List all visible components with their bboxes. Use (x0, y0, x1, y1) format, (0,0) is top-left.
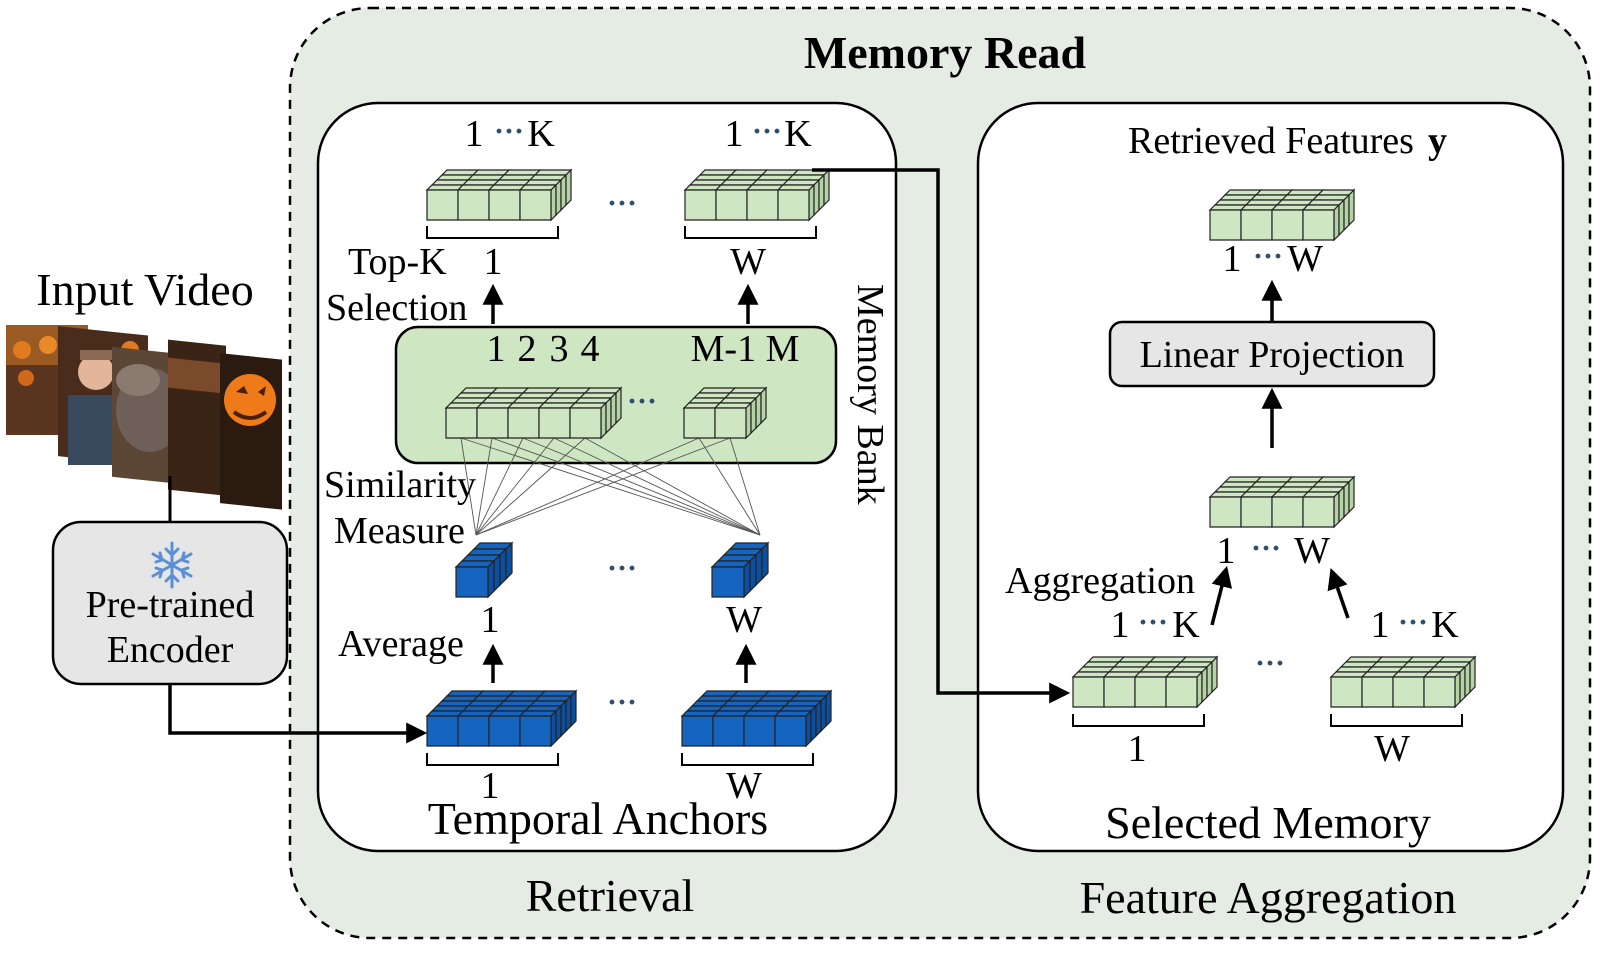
similarity-line (475, 437, 493, 536)
topk-right-window-label: W (730, 241, 766, 283)
input-video-frames (6, 325, 282, 510)
averaged-left-label: 1 (481, 599, 500, 641)
similarity-line (475, 437, 700, 536)
aggregated-dots: ··· (1251, 532, 1281, 565)
topk-left-dots: ··· (494, 115, 524, 148)
anchor-left-label: 1 (481, 765, 500, 807)
selected-right-index-k: K (1431, 604, 1459, 646)
similarity-line (522, 437, 761, 536)
memory-bank-cube-last (682, 386, 768, 440)
encoder-label-line2: Encoder (107, 629, 234, 671)
bank-index-4: 4 (581, 328, 600, 370)
retrieved-features-label: Retrieved Features (1128, 120, 1414, 162)
similarity-line (729, 437, 761, 536)
encoder-to-anchors-arrow (168, 684, 428, 744)
temporal-anchor-right (680, 689, 833, 748)
bank-index-1: 1 (487, 328, 506, 370)
topk-right-index-k: K (784, 113, 812, 155)
selected-right-window-label: W (1374, 728, 1410, 770)
bracket-topk-right (684, 226, 817, 239)
selected-right-dots: ··· (1398, 606, 1428, 639)
selected-left-index-1: 1 (1111, 604, 1130, 646)
retrieved-dots: ··· (1253, 240, 1283, 273)
ellipsis-topk: ··· (607, 187, 637, 220)
aggregated-index-1: 1 (1217, 530, 1236, 572)
feature-cubes (425, 168, 1477, 748)
video-frame-4 (168, 339, 226, 496)
topk-right-dots: ··· (752, 115, 782, 148)
topk-to-selected-memory-arrow (812, 168, 1071, 704)
bank-index-2: 2 (518, 328, 537, 370)
memory-read-title: Memory Read (804, 27, 1087, 78)
bracket-anchor-left (426, 753, 559, 766)
video-frame-5 (220, 353, 282, 510)
bracket-topk-left (426, 226, 559, 239)
similarity-line (460, 437, 761, 536)
similarity-line (475, 437, 524, 536)
topk-left-index-1: 1 (465, 113, 484, 155)
topk-selection-line2: Selection (326, 287, 467, 329)
similarity-line (584, 437, 761, 536)
snowflake-icon (151, 541, 193, 589)
feature-aggregation-label: Feature Aggregation (1080, 872, 1457, 923)
input-video-label: Input Video (36, 264, 253, 315)
selected-memory-label: Selected Memory (1105, 797, 1431, 848)
ellipsis-selected: ··· (1255, 647, 1285, 680)
averaged-anchor-right (710, 541, 770, 599)
encoder-label-line1: Pre-trained (86, 584, 255, 626)
selected-memory-cube-left (1071, 655, 1219, 709)
temporal-anchor-left (425, 689, 578, 748)
topk-left-window-label: 1 (484, 241, 503, 283)
topk-left-index-k: K (527, 113, 555, 155)
retrieved-index-w: W (1287, 238, 1323, 280)
bracket-selected-right (1330, 714, 1463, 727)
average-label: Average (338, 623, 464, 665)
topk-cube-left (425, 168, 573, 222)
selected-memory-cube-right (1329, 655, 1477, 709)
bracket-selected-left (1072, 714, 1205, 727)
selected-left-dots: ··· (1138, 606, 1168, 639)
retrieved-features-symbol: y (1428, 120, 1447, 162)
retrieval-label: Retrieval (526, 870, 695, 921)
temporal-anchors-label: Temporal Anchors (428, 793, 768, 844)
similarity-line (475, 437, 586, 536)
topk-right-index-1: 1 (725, 113, 744, 155)
selected-left-index-k: K (1172, 604, 1200, 646)
aggregation-label: Aggregation (1005, 560, 1195, 602)
memory-bank-cube-main (444, 386, 623, 440)
selected-right-index-1: 1 (1371, 604, 1390, 646)
retrieved-index-1: 1 (1223, 238, 1242, 280)
similarity-line (460, 437, 477, 536)
averaged-right-label: W (726, 599, 762, 641)
similarity-line (475, 437, 555, 536)
selected-left-to-aggregated-arrow (1210, 565, 1233, 626)
topk-cube-right (683, 168, 831, 222)
linear-projection-label: Linear Projection (1140, 334, 1405, 376)
selected-right-to-aggregated-arrow (1327, 568, 1350, 619)
bracket-anchor-right (681, 753, 814, 766)
similarity-line (553, 437, 761, 536)
bank-index-last: M-1 M (691, 328, 800, 370)
similarity-measure-line2: Measure (334, 510, 465, 552)
aggregated-index-w: W (1294, 530, 1330, 572)
ellipsis-averaged: ··· (607, 552, 637, 585)
similarity-line (475, 437, 731, 536)
selected-left-window-label: 1 (1128, 728, 1147, 770)
retrieved-features-cube (1208, 188, 1356, 242)
anchor-right-label: W (726, 765, 762, 807)
similarity-line (698, 437, 761, 536)
ellipsis-bank: ··· (627, 385, 657, 418)
averaged-anchor-left (454, 541, 514, 599)
similarity-measure-line1: Similarity (324, 464, 476, 506)
ellipsis-anchors: ··· (607, 686, 637, 719)
similarity-lines (460, 437, 761, 536)
similarity-line (491, 437, 761, 536)
memory-bank-label: Memory Bank (849, 284, 891, 505)
bank-index-3: 3 (550, 328, 569, 370)
topk-selection-line1: Top-K (348, 241, 447, 283)
aggregated-cube (1208, 475, 1356, 529)
